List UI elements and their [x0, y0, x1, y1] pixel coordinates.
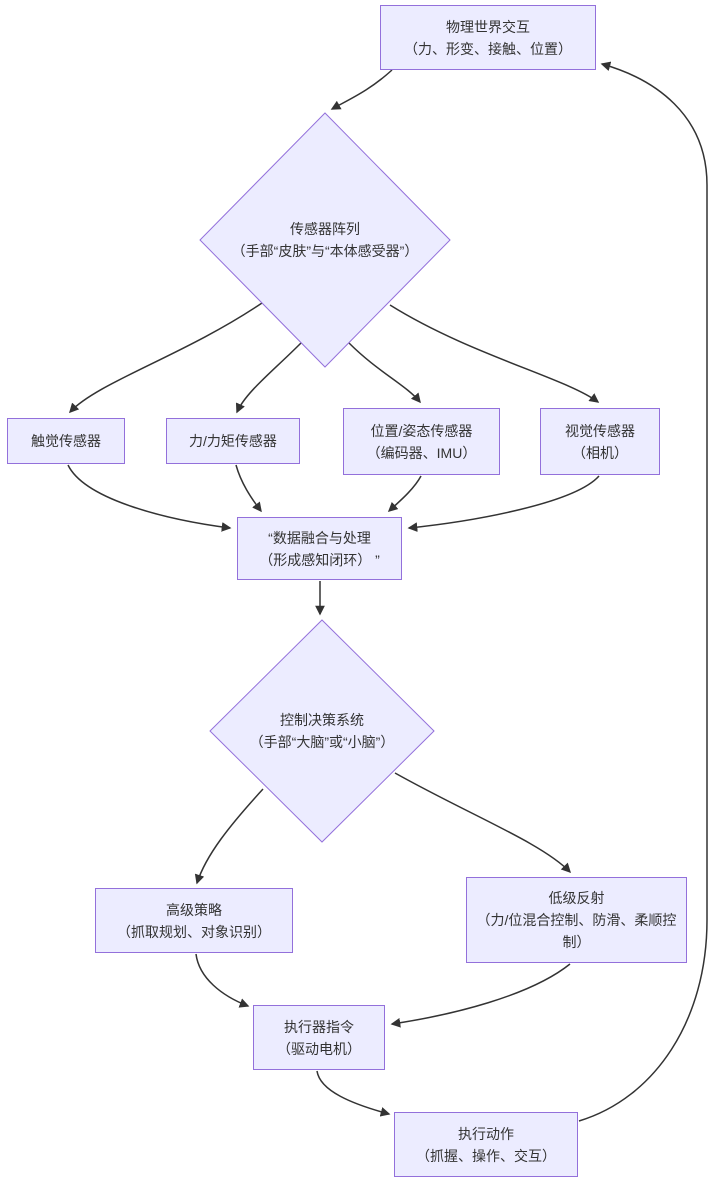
node-sensor-array-label: 传感器阵列	[290, 221, 360, 237]
node-vision-sensor: 视觉传感器 （相机）	[540, 408, 660, 475]
node-position-pose-sensor: 位置/姿态传感器 （编码器、IMU）	[343, 408, 500, 475]
node-data-fusion: “数据融合与处理 （形成感知闭环） ”	[237, 517, 402, 580]
node-high-level-strategy-label: 高级策略	[166, 901, 222, 918]
node-control-system-label-group: 控制决策系统 （手部“大脑”或“小脑”）	[212, 700, 432, 762]
node-actuator-command: 执行器指令 （驱动电机）	[253, 1005, 385, 1070]
node-force-torque-sensor: 力/力矩传感器	[166, 418, 300, 464]
edge-sensor-array-to-vision	[389, 304, 600, 403]
node-high-level-strategy-sublabel: （抓取规划、对象识别）	[117, 923, 271, 940]
node-position-pose-sensor-label: 位置/姿态传感器	[370, 422, 473, 439]
edge-physical-to-sensor-array	[330, 69, 393, 110]
edge-action-to-physical-feedback	[578, 61, 708, 1122]
edge-actuator-to-action	[316, 1070, 391, 1117]
node-low-level-reflex: 低级反射 （力/位混合控制、防滑、柔顺控制）	[466, 877, 687, 963]
edge-control-to-low-level	[394, 772, 572, 874]
edge-vision-to-fusion	[407, 475, 600, 532]
node-execute-action-sublabel: （抓握、操作、交互）	[416, 1147, 556, 1164]
edge-sensor-array-to-tactile	[69, 302, 263, 414]
edge-position-to-fusion	[387, 475, 422, 512]
node-control-system-label: 控制决策系统	[280, 712, 364, 728]
node-data-fusion-label: “数据融合与处理	[268, 529, 371, 546]
node-control-system-sublabel: （手部“大脑”或“小脑”）	[249, 734, 395, 750]
node-tactile-sensor-label: 触觉传感器	[31, 433, 101, 449]
node-low-level-reflex-label: 低级反射	[548, 890, 605, 906]
edge-low-level-to-actuator	[390, 963, 571, 1028]
edge-tactile-to-fusion	[67, 464, 232, 532]
node-tactile-sensor: 触觉传感器	[7, 418, 125, 464]
node-execute-action-label: 执行动作	[458, 1125, 514, 1142]
node-vision-sensor-label: 视觉传感器	[565, 422, 635, 439]
node-physical-world: 物理世界交互 （力、形变、接触、位置）	[380, 5, 596, 70]
node-sensor-array-diamond	[199, 112, 451, 368]
node-actuator-command-sublabel: （驱动电机）	[277, 1040, 361, 1057]
edge-high-level-to-actuator	[195, 953, 250, 1008]
node-physical-world-label: 物理世界交互	[446, 18, 530, 35]
node-execute-action: 执行动作 （抓握、操作、交互）	[394, 1112, 578, 1177]
edge-control-to-high-level	[194, 788, 264, 885]
node-sensor-array-label-group: 传感器阵列 （手部“皮肤”与“本体感受器”）	[228, 195, 422, 285]
node-low-level-reflex-sublabel: （力/位混合控制、防滑、柔顺控制）	[476, 912, 677, 950]
node-position-pose-sensor-sublabel: （编码器、IMU）	[366, 444, 477, 461]
node-actuator-command-label: 执行器指令	[284, 1018, 354, 1035]
node-vision-sensor-sublabel: （相机）	[572, 444, 628, 461]
node-sensor-array-sublabel: （手部“皮肤”与“本体感受器”）	[231, 243, 419, 259]
node-force-torque-sensor-label: 力/力矩传感器	[189, 433, 277, 449]
edge-force-to-fusion	[235, 464, 262, 513]
node-control-diamond	[209, 619, 435, 843]
edge-sensor-array-to-position	[348, 342, 421, 404]
edge-sensor-array-to-force	[235, 342, 302, 414]
node-physical-world-sublabel: （力、形变、接触、位置）	[404, 40, 572, 57]
node-data-fusion-sublabel: （形成感知闭环） ”	[259, 551, 380, 568]
node-high-level-strategy: 高级策略 （抓取规划、对象识别）	[95, 888, 293, 953]
